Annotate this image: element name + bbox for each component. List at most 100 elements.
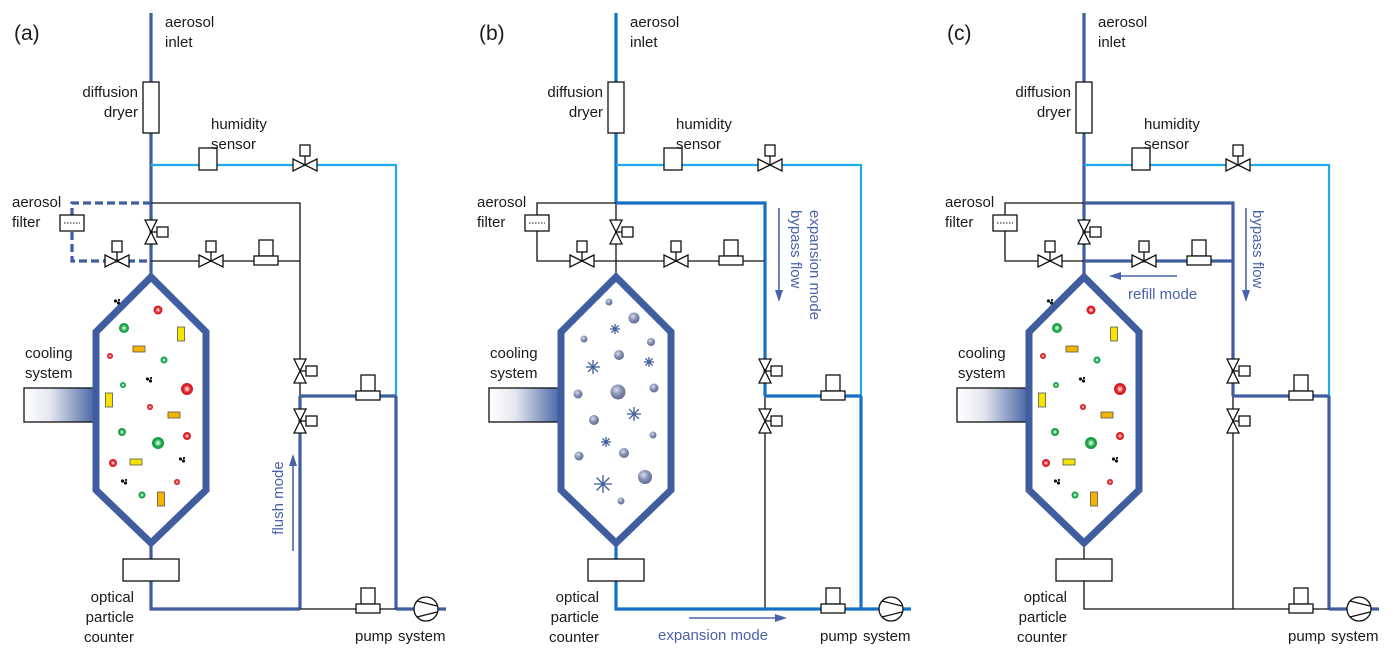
fill-valve[interactable] [1131, 240, 1157, 269]
soot-blob [1081, 379, 1086, 383]
aerosol-particle-green [120, 382, 126, 388]
flow-controller-body [1288, 603, 1314, 614]
aerosol-inlet-label-line-1: aerosol [1098, 14, 1147, 31]
aerosol-particle-green [1085, 437, 1097, 449]
aerosol-inlet-label-line-1: aerosol [630, 14, 679, 31]
valve-triangle-bottom [143, 230, 159, 245]
bypass-valve-upper[interactable] [1225, 358, 1251, 384]
fill-flow-controller [1186, 239, 1212, 266]
flow-controller-body [1288, 390, 1314, 401]
bypass-valve-upper[interactable] [292, 358, 318, 384]
panel-c: (c)diffusiondryeraerosolinlethumiditysen… [945, 13, 1379, 646]
aerosol-particle-orange [1065, 345, 1079, 353]
aerosol-particle-soot [1046, 298, 1054, 305]
fill-valve[interactable] [663, 240, 689, 269]
valve-triangle-left [1225, 157, 1240, 173]
optical-particle-counter-label-line-3: counter [84, 629, 134, 646]
chamber-inlet-valve[interactable] [143, 219, 169, 245]
flow-controller-body [820, 603, 846, 614]
valve-triangle-top [757, 358, 773, 373]
aerosol-particle-orange [1100, 411, 1114, 419]
expansion-chamber [557, 272, 675, 548]
pump-icon[interactable] [413, 596, 439, 622]
filter-valve[interactable] [104, 240, 130, 269]
aerosol-particle-yellow [1110, 326, 1118, 342]
humidity-valve[interactable] [292, 144, 318, 173]
bypass-valve-lower[interactable] [757, 408, 783, 434]
valve-actuator-icon [305, 415, 318, 427]
flow-controller-head [825, 374, 841, 392]
cooling-system [956, 387, 1032, 423]
aerosol-particle-green [1051, 428, 1059, 436]
aerosol-filter-label-line-1: aerosol [12, 194, 61, 211]
valve-triangle-bottom [608, 230, 624, 245]
valve-triangle-bottom [292, 369, 308, 384]
valve-triangle-bottom [1225, 419, 1241, 434]
droplet-particle [589, 415, 599, 425]
ice-crystal-icon [610, 324, 620, 334]
filter-valve[interactable] [1037, 240, 1063, 269]
ice-crystal-arm [645, 358, 653, 366]
soot-blob [1049, 301, 1054, 305]
bypass-valve-lower[interactable] [1225, 408, 1251, 434]
valve-triangle-right [1236, 157, 1251, 173]
ice-crystal-icon [586, 360, 600, 374]
flow-controller-body [1186, 255, 1212, 266]
valve-triangle-left [198, 253, 213, 269]
droplet-particle [617, 497, 625, 505]
humidity-valve[interactable] [1225, 144, 1251, 173]
bypass-valve-lower[interactable] [292, 408, 318, 434]
pipe-filter-loop [70, 201, 151, 263]
pump-flow-controller [820, 587, 846, 614]
valve-triangle-left [663, 253, 678, 269]
bypass-flow-label: bypass flow [1249, 210, 1266, 289]
optical-particle-counter-label-line-3: counter [1017, 629, 1067, 646]
aerosol-particle-green [118, 428, 126, 436]
fill-valve[interactable] [198, 240, 224, 269]
chamber-inlet-valve[interactable] [1076, 219, 1102, 245]
optical-particle-counter [122, 558, 180, 582]
flow-controller-head [723, 239, 739, 257]
droplet-particle [638, 470, 652, 484]
filter-valve[interactable] [569, 240, 595, 269]
soot-blob [124, 478, 128, 482]
valve-actuator-icon [621, 226, 634, 238]
optical-particle-counter-label-line-3: counter [549, 629, 599, 646]
chamber-inlet-valve[interactable] [608, 219, 634, 245]
aerosol-particle-green [1052, 323, 1062, 333]
pump-icon[interactable] [878, 596, 904, 622]
humidity-valve[interactable] [757, 144, 783, 173]
valve-triangle-right [1048, 253, 1063, 269]
ice-crystal-icon [644, 357, 654, 367]
flow-controller-head [360, 374, 376, 392]
bypass-flow-label: bypass flow [787, 210, 804, 289]
filter-body [992, 214, 1018, 232]
aerosol-particle-red [1086, 305, 1096, 315]
valve-actuator-icon [205, 240, 217, 253]
aerosol-particle-soot [113, 298, 121, 305]
valve-triangle-bottom [757, 369, 773, 384]
aerosol-particle-green [1093, 356, 1101, 364]
pump-line [1349, 600, 1371, 607]
bypass-valve-upper[interactable] [757, 358, 783, 384]
aerosol-particle-yellow [1062, 458, 1076, 466]
pipe-humidity-branch [1084, 163, 1331, 396]
pump-label: pump [1288, 628, 1326, 645]
aerosol-inlet-label-line-2: inlet [630, 34, 658, 51]
aerosol-inlet-label-line-2: inlet [1098, 34, 1126, 51]
pump-icon[interactable] [1346, 596, 1372, 622]
droplet-particle [628, 312, 640, 324]
bypass-flow-arrow [775, 208, 783, 302]
humidity-sensor-label-line-1: humidity [676, 116, 732, 133]
optical-particle-counter-label-line-2: particle [551, 609, 599, 626]
valve-actuator-icon [670, 240, 682, 253]
valve-triangle-left [292, 157, 307, 173]
valve-actuator-icon [111, 240, 123, 253]
pump-circle [878, 596, 904, 622]
system-label: system [863, 628, 911, 645]
aerosol-particle-yellow [129, 458, 143, 466]
soot-blob [1046, 299, 1051, 303]
valve-actuator-icon [770, 365, 783, 377]
flow-controller-head [1293, 587, 1309, 605]
